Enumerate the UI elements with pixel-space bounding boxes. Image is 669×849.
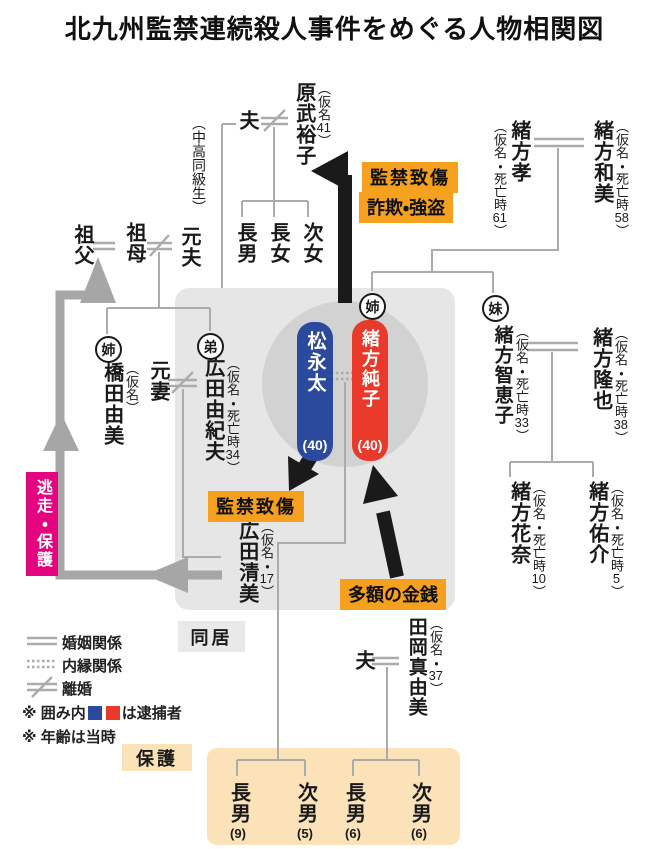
ogata-parents-daughters-line (371, 148, 559, 293)
mayumi-children-line (352, 667, 420, 776)
marriage-chieko-takaya (527, 341, 578, 352)
legend-arrested-note: ※ 囲み内は逮捕者 (22, 705, 182, 722)
divorce-icon-slash (31, 676, 53, 698)
red-square-icon (105, 706, 120, 720)
label-kankin-mid: 監禁致傷 (208, 491, 304, 522)
marriage-husband-mayumi (372, 656, 399, 666)
divorce-icon (27, 682, 57, 692)
label-kinsen: 多額の金銭 (340, 579, 446, 610)
arrowhead-up-mid (43, 413, 79, 451)
person-yuko-son: 長男 (234, 222, 256, 264)
marriage-takashi-kazumi (534, 137, 584, 148)
label-hogo: 保護 (122, 744, 192, 771)
yukio-kiyomi-line (182, 389, 221, 558)
arrow-to-junko (376, 510, 404, 579)
person-child4: 次男 (6) (408, 782, 431, 841)
classmate-note: （中高同級生） (191, 116, 207, 214)
blue-square-icon (87, 706, 102, 720)
badge-younger-sister-chieko: 妹 (482, 295, 509, 322)
person-yuko-husband: 夫 (236, 110, 258, 131)
legend-divorce: 離婚 (62, 681, 93, 698)
arrowhead-left (145, 557, 188, 593)
person-ogata-junko: 緒方純子 (40) (352, 320, 388, 461)
divorce-slash-3 (171, 371, 194, 394)
person-child3: 長男 (6) (342, 782, 365, 841)
yuko-children-line (241, 127, 309, 217)
person-ogata-yusuke: （仮名・死亡時5） 緒方佑介 (585, 481, 624, 598)
person-ogata-chieko: （仮名・死亡時33） 緒方智恵子 (491, 325, 529, 442)
person-child1: 長男 (9) (227, 782, 250, 841)
badge-elder-sister-junko: 姉 (359, 293, 386, 320)
person-hirota-yukio: （仮名・死亡時34） 広田由紀夫 (201, 357, 240, 474)
label-tousou-hogo: 逃走・保護 (26, 472, 58, 576)
diagram-title: 北九州監禁連続殺人事件をめぐる人物相関図 (64, 14, 605, 44)
person-taoka-mayumi: （仮名・37） 田岡真由美 (405, 617, 443, 717)
divorce-grandmother-exhusband (147, 241, 172, 251)
family-lines (106, 123, 594, 776)
person-hirota-kiyomi: （仮名・17） 広田清美 (235, 520, 274, 604)
person-grandfather: 祖父 (71, 224, 93, 266)
divorce-yuko-husband (261, 116, 288, 126)
person-ogata-kazumi: （仮名・死亡時58） 緒方和美 (590, 120, 629, 237)
label-kankin-top: 監禁致傷 (362, 162, 458, 193)
person-yuko-daughter2: 次女 (300, 222, 322, 264)
person-hashida-yumi: （仮名） 橋田由美 (100, 362, 139, 446)
divorce-exwife-yukio (168, 378, 197, 388)
chieko-children-line (509, 352, 594, 477)
divorce-slash-2 (263, 109, 286, 132)
person-ex-wife: 元妻 (147, 360, 169, 402)
legend-marriage: 婚姻関係 (62, 635, 123, 652)
person-ex-husband: 元夫 (178, 226, 200, 268)
label-sagi-goto: 詐欺・強盗 (359, 192, 454, 223)
grandmother-children-line (106, 252, 211, 334)
divorce-slash-1 (149, 234, 170, 257)
person-yuko-daughter1: 長女 (267, 222, 289, 264)
couple-children-line (236, 382, 346, 776)
person-ogata-takaya: （仮名・死亡時38） 緒方隆也 (589, 327, 628, 444)
legend-age-note: ※ 年齢は当時 (22, 729, 116, 746)
badge-elder-sister-hashida: 姉 (95, 336, 122, 363)
commonlaw-matsunaga-junko (331, 371, 353, 381)
marriage-grandparents (93, 241, 115, 251)
commonlaw-icon (27, 659, 57, 669)
label-doukyo: 同居 (178, 621, 245, 652)
marriage-icon (27, 636, 57, 646)
protection-region (207, 748, 460, 845)
person-ogata-takashi: 緒方孝 （仮名・死亡時61） (492, 120, 530, 237)
marriage-lines (93, 109, 584, 666)
classmate-line (221, 123, 236, 288)
person-taoka-husband: 夫 (352, 650, 374, 671)
person-ogata-kana: （仮名・死亡時10） 緒方花奈 (507, 481, 546, 598)
badge-younger-brother-hirota: 弟 (197, 333, 224, 360)
person-child2: 次男 (5) (294, 782, 317, 841)
legend-common-law: 内縁関係 (62, 658, 123, 675)
legend-icons (27, 636, 57, 698)
arrowhead-up-end (80, 257, 116, 303)
person-grandmother: 祖母 (123, 222, 145, 264)
escape-protection-arrow (43, 257, 222, 593)
person-matsunaga-futoshi: 松永太 (40) (297, 322, 333, 461)
person-harataka-yuko: （仮名41） 原武裕子 (292, 82, 331, 166)
